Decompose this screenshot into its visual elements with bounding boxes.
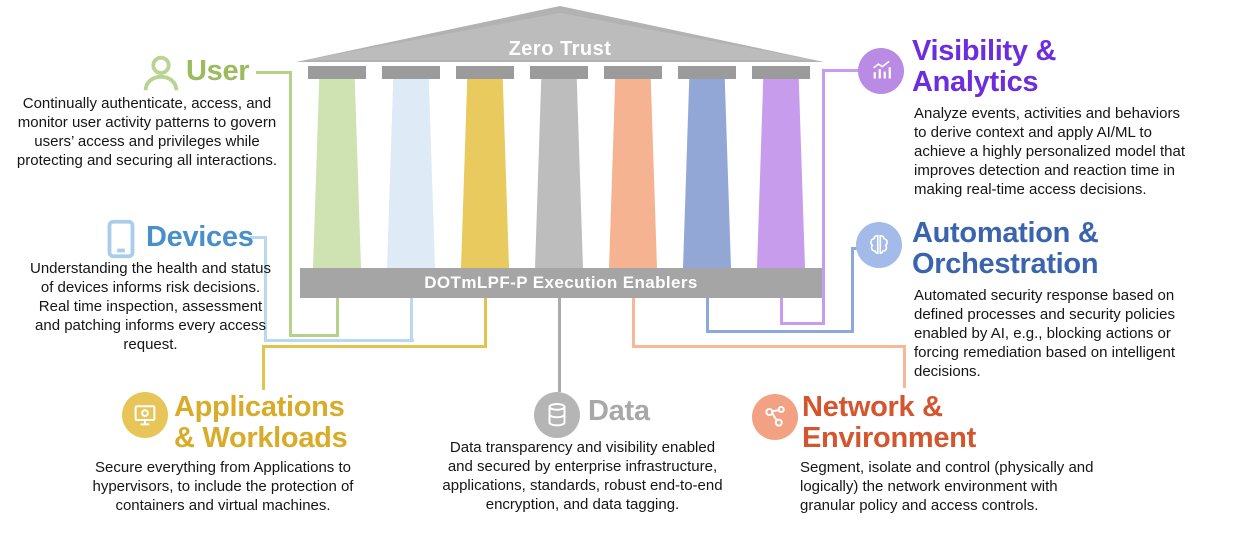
network-description: Segment, isolate and control (physically…: [800, 459, 1094, 514]
devices-title: Devices: [146, 221, 254, 253]
connector-visibility: [822, 69, 862, 72]
pillar-capital: [308, 66, 366, 79]
base-label: DOTmLPF-P Execution Enablers: [424, 273, 698, 292]
pillar-applications: [461, 79, 509, 268]
temple-roof: Zero Trust: [296, 6, 824, 62]
connector-applications: [484, 298, 487, 348]
pillar-visibility: [757, 79, 805, 268]
data-description: Data transparency and visibility enabled…: [442, 439, 723, 513]
connector-automation: [706, 298, 709, 333]
app-window-icon: [122, 392, 168, 438]
applications-description: Secure everything from Applications to h…: [92, 459, 354, 514]
user-description: Continually authenticate, access, and mo…: [16, 95, 278, 169]
brain-icon: [856, 222, 902, 268]
pillar-capital: [752, 66, 810, 79]
applications-title: Applications & Workloads: [174, 391, 348, 454]
connector-user: [289, 71, 292, 337]
connector-user: [256, 71, 292, 74]
pillar-capital: [604, 66, 662, 79]
pillar-capital: [530, 66, 588, 79]
connector-automation: [706, 330, 854, 333]
visibility-title: Visibility & Analytics: [912, 35, 1057, 98]
pillar-capital: [456, 66, 514, 79]
pillar-automation: [683, 79, 731, 268]
connector-automation: [851, 247, 854, 333]
automation-title: Automation & Orchestration: [912, 217, 1099, 280]
visibility-description: Analyze events, activities and behaviors…: [914, 105, 1186, 198]
connector-applications: [262, 345, 487, 348]
connector-devices: [264, 236, 267, 342]
database-icon: [534, 392, 580, 438]
connector-network: [903, 345, 906, 388]
pillar-data: [535, 79, 583, 268]
network-icon: [752, 394, 798, 440]
pillar-user: [313, 79, 361, 268]
connector-devices: [250, 236, 267, 239]
user-title: User: [186, 55, 250, 87]
connector-visibility: [822, 69, 825, 325]
network-title: Network & Environment: [802, 391, 976, 454]
connector-user: [289, 334, 339, 337]
data-title: Data: [588, 395, 650, 427]
connector-network: [632, 298, 635, 348]
connector-applications: [262, 345, 265, 390]
pillar-capital: [382, 66, 440, 79]
devices-description: Understanding the health and status of d…: [29, 260, 271, 353]
analytics-icon: [858, 48, 904, 94]
execution-enablers-bar: DOTmLPF-P Execution Enablers: [300, 268, 822, 298]
connector-visibility: [780, 298, 783, 325]
connector-devices: [410, 298, 413, 342]
pillar-capital: [678, 66, 736, 79]
connector-network: [632, 345, 906, 348]
user-icon: [138, 50, 184, 96]
roof-label: Zero Trust: [508, 38, 612, 60]
pillar-network: [609, 79, 657, 268]
pillar-devices: [387, 79, 435, 268]
connector-devices: [264, 339, 414, 342]
tablet-icon: [98, 216, 144, 262]
automation-description: Automated security response based on def…: [914, 287, 1175, 380]
connector-data: [558, 298, 561, 392]
connector-visibility: [780, 322, 825, 325]
connector-user: [336, 298, 339, 337]
